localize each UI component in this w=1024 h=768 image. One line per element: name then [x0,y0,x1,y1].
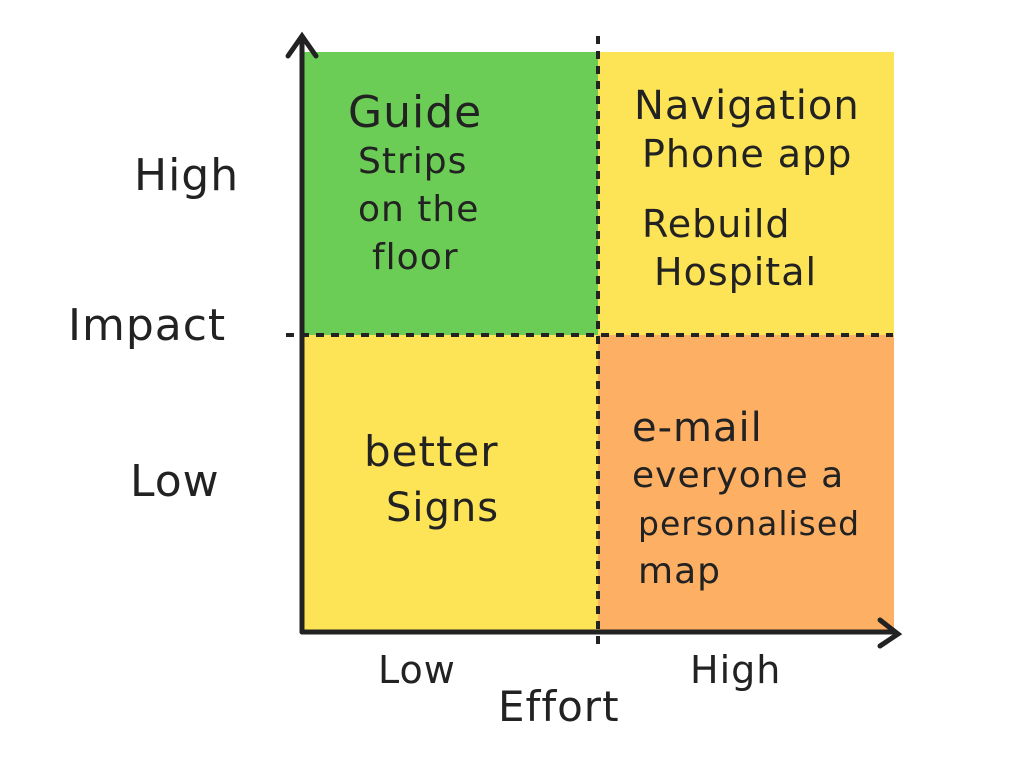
hospital-line: Hospital [654,250,818,294]
quadrant-high-impact-low-effort [302,52,598,335]
x-axis-low-label: Low [378,648,456,692]
phone-app-line: Phone app [642,132,853,176]
everyone-line: everyone a [632,455,845,496]
navigation-line: Navigation [634,83,860,129]
top-left-line-2: on the [358,189,480,230]
personalised-line: personalised [638,504,861,543]
y-axis-arrowhead [285,31,319,59]
quadrant-low-impact-low-effort [302,335,598,631]
guide-title: Guide [348,87,483,138]
top-left-line-1: Strips [358,141,468,182]
map-line: map [638,551,721,592]
quadrant-bottom-left-text: better Signs [364,424,499,536]
x-axis-arrowhead [877,617,903,649]
quadrant-bottom-right-text: e-mail everyone a personalised map [632,404,860,596]
quadrant-top-left-text: Guide Strips on the floor [348,88,482,282]
better-line: better [364,427,499,476]
email-line: e-mail [632,405,763,451]
signs-line: Signs [386,485,500,531]
rebuild-line: Rebuild [642,202,791,246]
quadrant-top-right-text: Navigation Phone app Rebuild Hospital [634,82,860,296]
y-axis-title: Impact [68,300,227,351]
x-axis-title: Effort [498,682,620,731]
y-axis-low-label: Low [130,456,220,507]
quadrant-high-impact-high-effort [598,52,894,335]
top-left-line-3: floor [372,237,459,278]
x-axis-high-label: High [690,648,782,692]
y-axis-high-label: High [134,150,240,201]
quadrant-low-impact-high-effort [598,335,894,631]
